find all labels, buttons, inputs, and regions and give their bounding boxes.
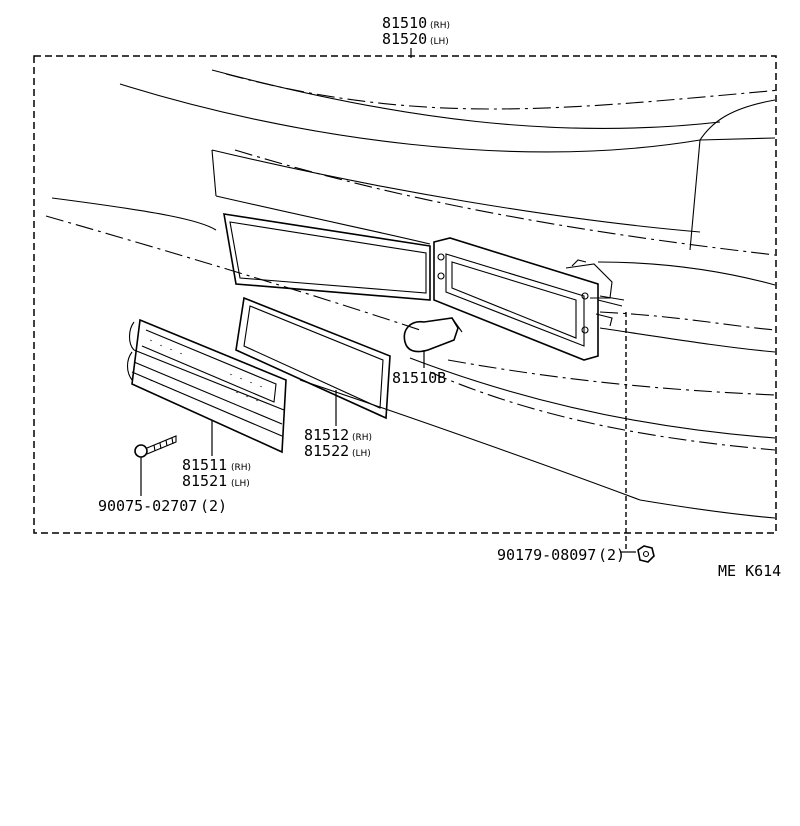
lamp-housing [433,237,625,361]
gasket-lh-note: (LH) [352,449,371,459]
assembly-rh-note: (RH) [430,21,450,31]
gasket [235,296,391,420]
lens-lh-note: (LH) [231,479,250,489]
bumper-recess [223,213,431,301]
nut [637,545,655,563]
gasket-rh-number: 81512 [304,426,349,444]
screw [134,435,177,458]
vehicle-body-outline [45,69,781,519]
screw-quantity: (2) [200,497,227,515]
assembly-rh-number: 81510 [382,14,427,32]
lens-stipple [149,339,263,402]
assembly-lh-note: (LH) [430,37,449,47]
diagram-code: ME K614 [718,562,781,580]
screw-number: 90075-02707 [98,497,197,515]
gasket-rh-note: (RH) [352,433,372,443]
lens [126,318,287,454]
lens-lh-number: 81521 [182,472,227,490]
bulb-number: 81510B [392,369,446,387]
lens-rh-note: (RH) [231,463,251,473]
bulb [403,317,463,353]
nut-number: 90179-08097 [497,546,596,564]
assembly-lh-number: 81520 [382,30,427,48]
assembly-boundary-box [33,55,777,534]
lens-rh-number: 81511 [182,456,227,474]
gasket-lh-number: 81522 [304,442,349,460]
nut-quantity: (2) [598,546,625,564]
